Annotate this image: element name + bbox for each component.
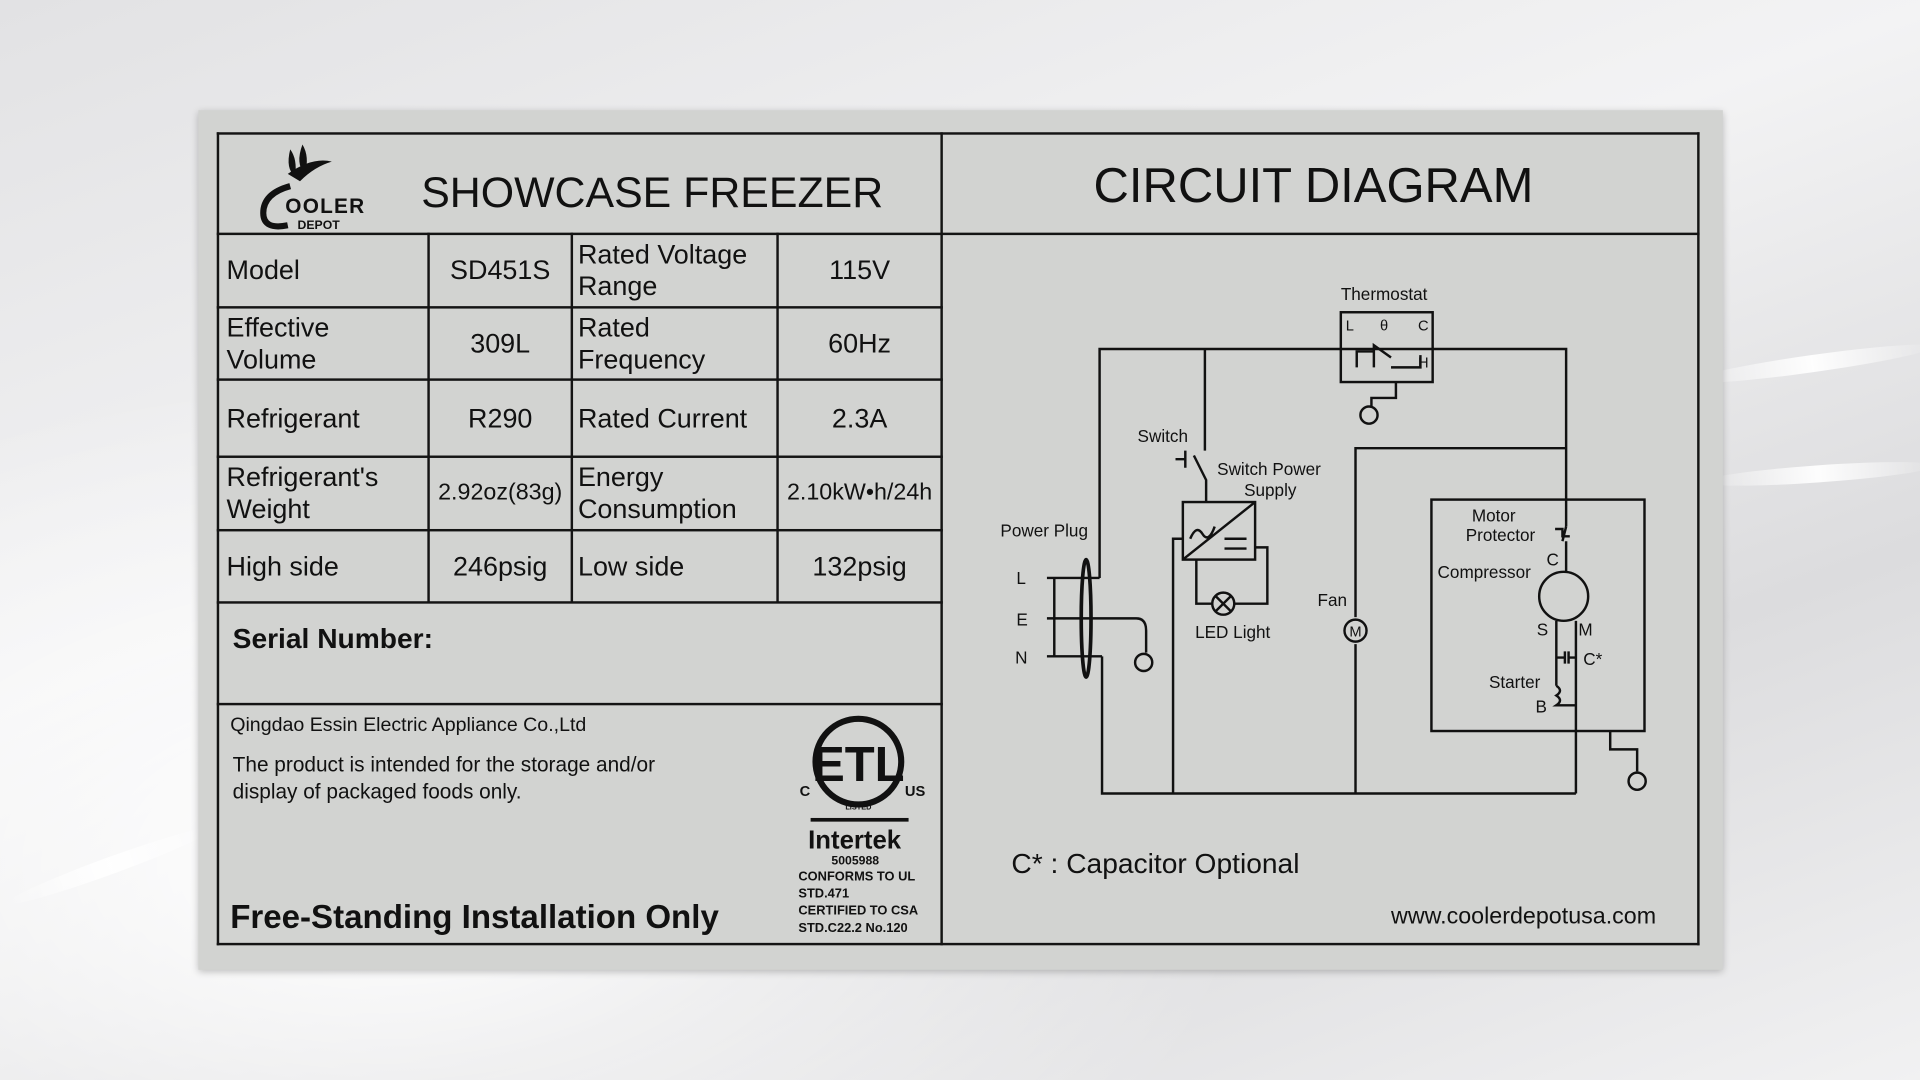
- svg-text:S: S: [1537, 620, 1548, 640]
- svg-text:Motor: Motor: [1472, 506, 1516, 526]
- svg-text:C: C: [1418, 319, 1429, 335]
- ground-icon: [1133, 652, 1154, 673]
- cert-line-3: CERTIFIED TO CSA: [798, 903, 919, 919]
- serial-number-label: Serial Number:: [232, 622, 433, 654]
- circuit-diagram-title: CIRCUIT DIAGRAM: [1093, 159, 1534, 214]
- spec-value: 115V: [829, 254, 891, 286]
- spec-label: Refrigerant: [226, 402, 360, 433]
- svg-text:Compressor: Compressor: [1438, 562, 1532, 582]
- cooler-depot-logo: OOLER DEPOT: [260, 144, 365, 230]
- cert-line-1: CONFORMS TO UL: [798, 869, 916, 885]
- svg-text:Supply: Supply: [1244, 480, 1297, 500]
- notice-line-2: display of packaged foods only.: [232, 780, 522, 804]
- thermostat-box: [1339, 311, 1434, 384]
- svg-text:OOLER: OOLER: [285, 195, 365, 218]
- spec-label: Effective Volume: [226, 311, 330, 375]
- compressor-box: [1430, 498, 1646, 733]
- svg-text:Power Plug: Power Plug: [1000, 520, 1088, 540]
- spec-value: 309L: [470, 327, 531, 359]
- led-loop: [1195, 546, 1269, 605]
- spec-label: Energy Consumption: [577, 461, 737, 525]
- notice-line-1: The product is intended for the storage …: [232, 753, 656, 777]
- fan-motor-symbol: [1343, 618, 1368, 643]
- spec-value: 2.3A: [831, 402, 888, 433]
- spec-value: 246psig: [453, 550, 548, 582]
- cert-number: 5005988: [831, 854, 880, 869]
- installation-note: Free-Standing Installation Only: [230, 898, 719, 936]
- cert-line-4: STD.C22.2 No.120: [798, 920, 908, 936]
- svg-text:Switch: Switch: [1138, 426, 1188, 446]
- svg-text:Fan: Fan: [1318, 590, 1348, 610]
- spec-label: High side: [226, 550, 339, 582]
- spec-label: Rated Frequency: [577, 311, 706, 375]
- website: www.coolerdepotusa.com: [1391, 903, 1657, 930]
- power-supply-box: [1181, 500, 1257, 561]
- spec-value: 2.92oz(83g): [438, 480, 563, 506]
- svg-text:N: N: [1015, 648, 1027, 668]
- svg-text:DEPOT: DEPOT: [298, 218, 341, 230]
- cert-line-2: STD.471: [798, 886, 850, 902]
- spec-label: Rated Current: [577, 402, 748, 433]
- svg-text:M: M: [1578, 620, 1592, 640]
- svg-text:M: M: [1349, 625, 1361, 641]
- svg-text:US: US: [905, 784, 926, 800]
- svg-text:B: B: [1536, 697, 1547, 717]
- ground-icon: [1359, 405, 1379, 425]
- wire-live: [1098, 347, 1568, 578]
- spec-label: Rated Voltage Range: [577, 238, 748, 302]
- intertek-name: Intertek: [808, 826, 902, 855]
- svg-text:θ: θ: [1380, 319, 1388, 335]
- spec-value: R290: [468, 402, 533, 433]
- svg-text:Switch Power: Switch Power: [1217, 459, 1321, 479]
- manufacturer: Qingdao Essin Electric Appliance Co.,Ltd: [230, 715, 587, 736]
- svg-text:C*: C*: [1583, 649, 1602, 669]
- spec-label: Model: [226, 254, 300, 286]
- svg-text:ETL: ETL: [812, 738, 904, 792]
- svg-text:E: E: [1016, 610, 1027, 630]
- spec-value: 132psig: [812, 550, 907, 582]
- svg-text:H: H: [1418, 355, 1429, 371]
- product-title: SHOWCASE FREEZER: [421, 168, 884, 217]
- compressor-symbol: [1537, 570, 1590, 623]
- spec-label: Refrigerant's Weight: [226, 461, 379, 525]
- rating-label: OOLER DEPOT SHOWCASE FREEZER Model SD451S…: [198, 110, 1723, 970]
- capacitor-note: C* : Capacitor Optional: [1011, 847, 1300, 880]
- svg-text:LED Light: LED Light: [1195, 622, 1270, 642]
- svg-text:Protector: Protector: [1466, 525, 1536, 545]
- spec-value: 60Hz: [828, 327, 892, 359]
- etl-listed-mark: ETL C US LISTED: [800, 715, 926, 822]
- led-light-symbol: [1211, 591, 1236, 616]
- svg-text:C: C: [1547, 550, 1559, 570]
- svg-text:Thermostat: Thermostat: [1341, 284, 1428, 304]
- spec-value: 2.10kW•h/24h: [786, 480, 933, 506]
- spec-value: SD451S: [450, 254, 551, 286]
- svg-text:L: L: [1346, 319, 1354, 335]
- svg-text:L: L: [1016, 568, 1026, 588]
- spec-label: Low side: [577, 550, 685, 582]
- ground-icon: [1627, 771, 1647, 792]
- svg-text:LISTED: LISTED: [845, 802, 871, 811]
- switch-wire: [1175, 348, 1208, 503]
- svg-text:C: C: [800, 784, 811, 800]
- svg-text:Starter: Starter: [1489, 672, 1541, 692]
